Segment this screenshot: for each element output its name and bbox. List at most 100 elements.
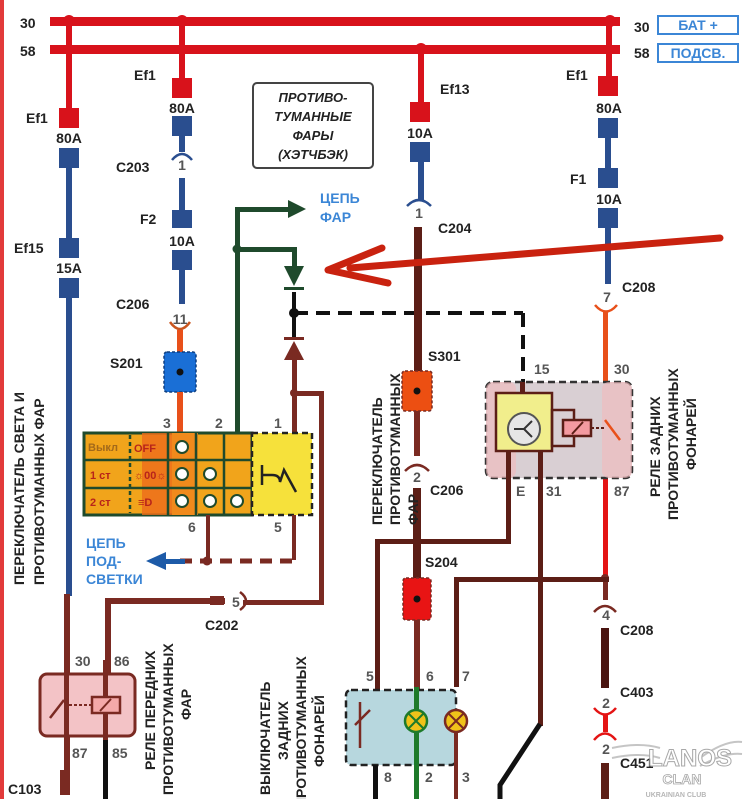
connector-c208-top-name: C208 [622, 279, 656, 295]
contact-2-3 [175, 494, 189, 508]
front-relay-pin-30: 30 [75, 653, 91, 669]
rear-switch-pin-3: 3 [462, 769, 470, 785]
switch-pin-5: 5 [274, 519, 282, 535]
switch-pin-3: 3 [163, 415, 171, 431]
front-relay [38, 660, 137, 799]
backlight-tag [657, 43, 739, 63]
bus-58-number: 58 [634, 45, 650, 61]
fuse-ef13-rating: 10A [407, 125, 433, 141]
wire-rear-relay-out [375, 486, 609, 799]
fuse-ef1-left-top [59, 108, 79, 128]
rear-relay-label-1: РЕЛЕ ЗАДНИХ [647, 396, 663, 497]
wire-column-3 [401, 49, 433, 690]
switch-pin-2: 2 [215, 415, 223, 431]
bus-30-number: 30 [634, 19, 650, 35]
fuse-f1-rating: 10A [596, 191, 622, 207]
rear-switch-pin-8: 8 [384, 769, 392, 785]
rear-relay-label-2: ПРОТИВОТУМАННЫХ [665, 368, 681, 520]
annotation-arrow-icon [324, 234, 724, 287]
switch-row-2-mode: ≡D [138, 497, 152, 509]
bus-30 [50, 15, 620, 27]
switch-symbol-icon [260, 465, 298, 493]
splice-s301-label: S301 [428, 348, 461, 364]
connector-c403-pin: 2 [602, 695, 610, 711]
title-line-4: (ХЭТЧБЭК) [278, 147, 348, 162]
connector-c204-name: C204 [438, 220, 472, 236]
fuse-ef15-rating: 15A [56, 260, 82, 276]
fuse-ef1-right-rating: 80A [596, 100, 622, 116]
fuse-ef1-right-name: Ef1 [566, 67, 588, 83]
connector-c451-pin: 2 [602, 741, 610, 757]
fuse-ef1-left-rating: 80A [56, 130, 82, 146]
connector-c202 [105, 591, 248, 678]
contact-2-2 [203, 494, 217, 508]
fuse-ef1-left-bottom [59, 148, 79, 168]
wire-brown-diode [243, 337, 324, 605]
fog-switch-label-2: ПРОТИВОТУМАННЫХ [387, 373, 403, 525]
fuse-ef15-name: Ef15 [14, 240, 44, 256]
fuse-ef15-bottom [59, 278, 79, 298]
bat-plus-label: БАТ + [678, 17, 718, 33]
light-switch-label-1: ПЕРЕКЛЮЧАТЕЛЬ СВЕТА И [11, 392, 27, 585]
title-box [252, 82, 374, 169]
connector-c203-name: C203 [116, 159, 150, 175]
connector-c208-top-pin: 7 [603, 289, 611, 305]
rear-switch-label-2: ЗАДНИХ [275, 700, 291, 760]
watermark-sub: CLAN [663, 771, 702, 787]
diode-brown [284, 341, 304, 360]
splice-s204-label: S204 [425, 554, 458, 570]
connector-c202-name: C202 [205, 617, 239, 633]
fuse-ef15-top [59, 238, 79, 258]
fuse-ef1-mid-rating: 80A [169, 100, 195, 116]
page-edge-line [0, 0, 4, 799]
rear-relay-contact-icon [604, 419, 621, 441]
connector-c103-name: C103 [8, 781, 42, 797]
front-relay-pin-87: 87 [72, 745, 88, 761]
rear-relay-pin-15: 15 [534, 361, 550, 377]
light-switch-label-2: ПРОТИВОТУМАННЫХ ФАР [31, 398, 47, 585]
watermark-tagline: UKRAINIAN CLUB [646, 792, 707, 799]
rear-relay-pin-e: E [516, 483, 525, 499]
rear-relay-label-3: ФОНАРЕЙ [682, 398, 699, 470]
rear-switch-pin-2: 2 [425, 769, 433, 785]
connector-c206-top-name: C206 [116, 296, 150, 312]
connector-c204-pin: 1 [415, 205, 423, 221]
switch-row-1-label: 1 ст [90, 470, 111, 482]
bus-30-number-left: 30 [20, 15, 36, 31]
rear-fog-switch [344, 687, 469, 799]
connector-c208-bot-pin: 4 [602, 607, 610, 623]
wire-head-circuit [232, 200, 306, 435]
rear-switch-pin-7: 7 [462, 668, 470, 684]
rear-switch-label-1: ВЫКЛЮЧАТЕЛЬ [257, 682, 273, 795]
fuse-f2-name: F2 [140, 211, 157, 227]
bat-plus-tag [657, 15, 739, 35]
rear-switch-label-4: ФОНАРЕЙ [310, 695, 327, 767]
backlight-circuit-label-2: ПОД- [86, 553, 122, 569]
title-line-1: ПРОТИВО- [279, 90, 348, 105]
switch-row-off-mode: OFF [134, 443, 156, 455]
splice-s201-label: S201 [110, 355, 143, 371]
rear-switch-label-3: ПРОТИВОТУМАННЫХ [293, 656, 309, 799]
backlight-arrow-icon [146, 552, 166, 570]
wire-black-dashed [289, 292, 525, 385]
connector-c206-top-pin: 11 [173, 311, 188, 327]
watermark-logo: LANOS CLAN UKRAINIAN CLUB [611, 740, 743, 799]
fuse-f1-name: F1 [570, 171, 587, 187]
rear-relay-pin-30: 30 [614, 361, 630, 377]
front-relay-contact-icon [49, 699, 65, 719]
fog-switch-label-3: ФАР [405, 494, 421, 525]
fuse-ef1-left-name: Ef1 [26, 110, 48, 126]
diode-green [284, 266, 304, 286]
backlight-circuit-label-3: СВЕТКИ [86, 571, 143, 587]
rear-switch-pin-5: 5 [366, 668, 374, 684]
wire-left-feed [59, 21, 79, 795]
connector-c208-bot-name: C208 [620, 622, 654, 638]
light-switch-table [82, 431, 314, 517]
wire-column-4 [593, 21, 618, 799]
bus-58 [50, 43, 620, 55]
rear-switch-pin-6: 6 [426, 668, 434, 684]
head-circuit-label-2: ФАР [320, 209, 351, 225]
rear-relay [484, 380, 634, 489]
fuse-f2-rating: 10A [169, 233, 195, 249]
